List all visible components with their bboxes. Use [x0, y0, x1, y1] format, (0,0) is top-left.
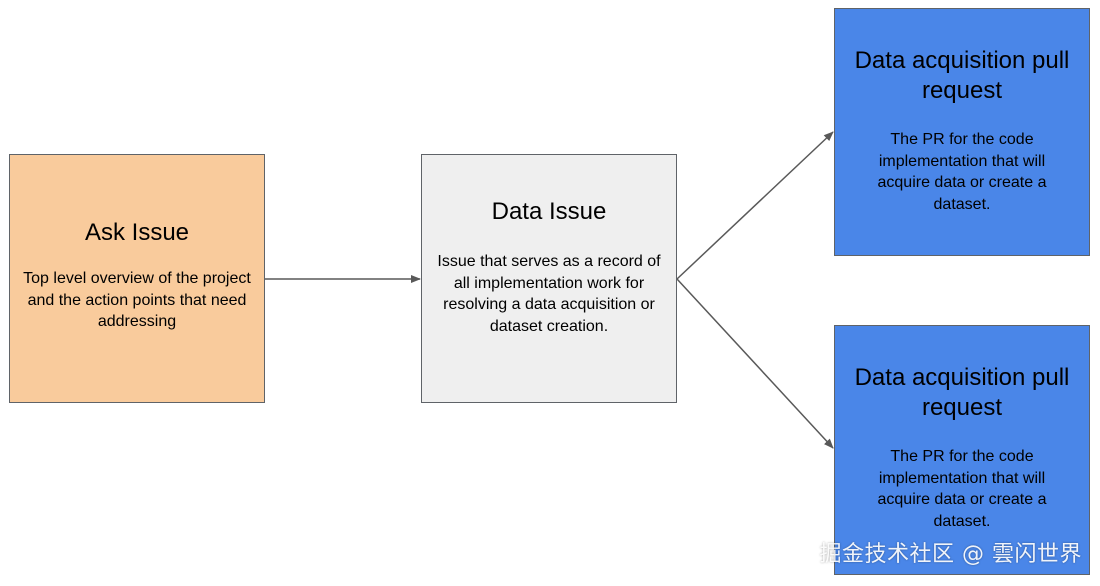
pull-request-title-bottom: Data acquisition pull request	[854, 364, 1070, 421]
arrow-data-issue-to-pr-bottom	[676, 278, 834, 449]
pull-request-title-top: Data acquisition pull request	[854, 47, 1070, 104]
pull-request-node-top: Data acquisition pull request The PR for…	[834, 8, 1090, 256]
pull-request-description-bottom: The PR for the code implementation that …	[877, 448, 1047, 530]
watermark: 掘金技术社区 @ 雲闪世界	[819, 542, 1082, 567]
pull-request-node-bottom: Data acquisition pull request The PR for…	[834, 325, 1090, 575]
data-issue-description: Issue that serves as a record of all imp…	[437, 253, 661, 335]
pull-request-description-top: The PR for the code implementation that …	[877, 131, 1047, 213]
ask-issue-node: Ask Issue Top level overview of the proj…	[9, 154, 265, 403]
data-issue-title: Data Issue	[491, 198, 607, 225]
data-issue-node: Data Issue Issue that serves as a record…	[421, 154, 677, 403]
arrow-data-issue-to-pr-top	[676, 131, 834, 280]
ask-issue-description: Top level overview of the project and th…	[23, 270, 251, 330]
ask-issue-title: Ask Issue	[84, 219, 190, 246]
